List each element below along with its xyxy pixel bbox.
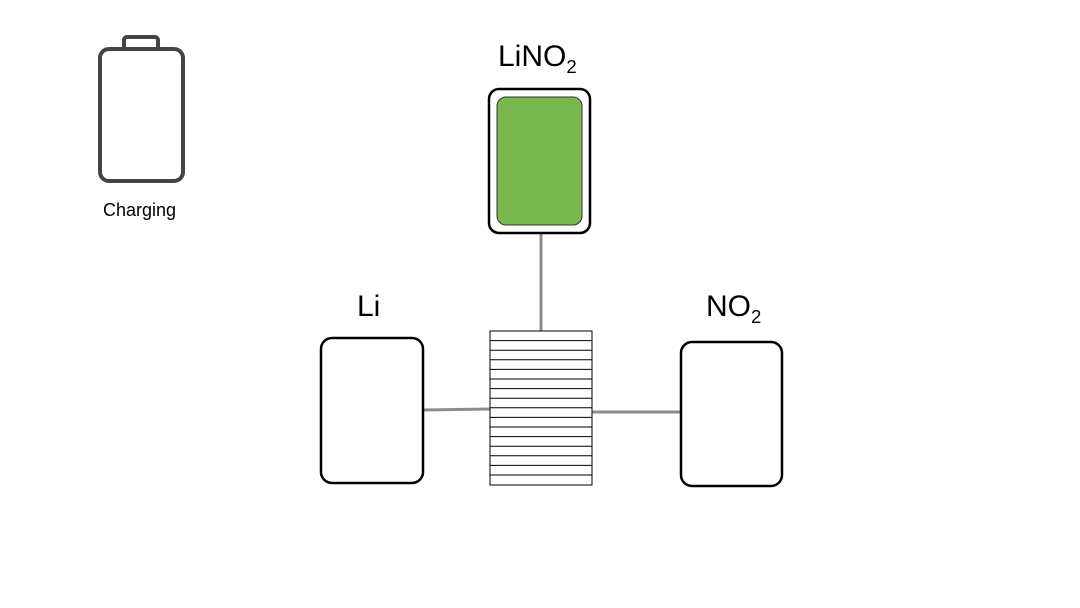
- battery-body: [98, 47, 185, 183]
- connector-left: [422, 407, 491, 412]
- li-container: [319, 336, 425, 485]
- product-label-base: LiNO: [498, 40, 567, 73]
- reaction-stack-layers: [490, 340, 592, 476]
- no2-label: NO2: [706, 290, 762, 328]
- product-label: LiNO2: [498, 40, 577, 78]
- reaction-stack: [489, 330, 593, 486]
- no2-label-base: NO: [706, 290, 751, 323]
- product-fill: [496, 96, 583, 226]
- battery-icon: [98, 35, 185, 183]
- li-label: Li: [357, 290, 380, 324]
- product-container: [487, 87, 592, 235]
- status-label: Charging: [103, 200, 177, 220]
- product-label-subscript: 2: [566, 56, 577, 78]
- li-label-base: Li: [357, 290, 381, 323]
- no2-label-subscript: 2: [751, 306, 762, 328]
- no2-container: [679, 340, 784, 488]
